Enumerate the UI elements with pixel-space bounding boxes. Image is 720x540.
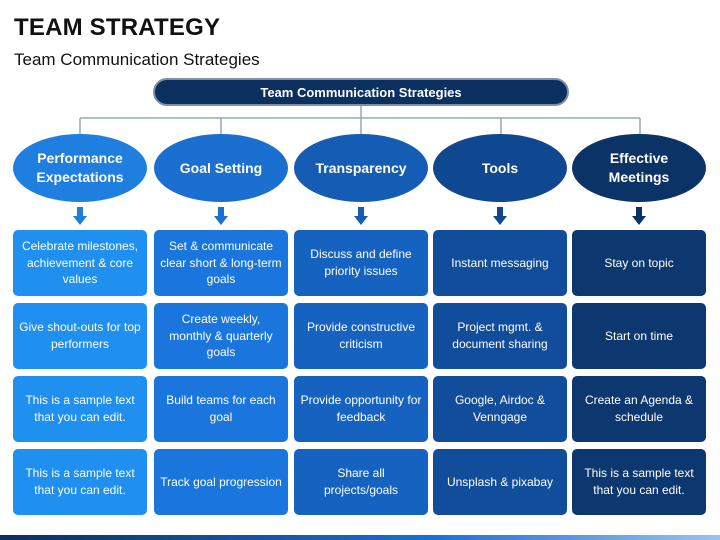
arrow-down-icon [73,207,87,225]
cell-transparency-3: Provide opportunity for feedback [294,376,428,442]
heading-performance-expectations: Performance Expectations [13,134,147,202]
arrow-down-icon [354,207,368,225]
cell-tools-1: Instant messaging [433,230,567,296]
cell-effective-meetings-1: Stay on topic [572,230,706,296]
root-node: Team Communication Strategies [153,78,569,106]
cell-goal-setting-4: Track goal progression [154,449,288,515]
cell-goal-setting-1: Set & communicate clear short & long-ter… [154,230,288,296]
cell-performance-expectations-1: Celebrate milestones, achievement & core… [13,230,147,296]
cell-performance-expectations-3: This is a sample text that you can edit. [13,376,147,442]
cell-effective-meetings-2: Start on time [572,303,706,369]
cell-transparency-1: Discuss and define priority issues [294,230,428,296]
cell-performance-expectations-2: Give shout-outs for top performers [13,303,147,369]
cell-tools-2: Project mgmt. & document sharing [433,303,567,369]
cell-performance-expectations-4: This is a sample text that you can edit. [13,449,147,515]
cell-transparency-2: Provide constructive criticism [294,303,428,369]
heading-goal-setting: Goal Setting [154,134,288,202]
cell-effective-meetings-3: Create an Agenda & schedule [572,376,706,442]
cell-goal-setting-3: Build teams for each goal [154,376,288,442]
cell-tools-4: Unsplash & pixabay [433,449,567,515]
arrow-down-icon [214,207,228,225]
arrow-down-icon [632,207,646,225]
heading-effective-meetings: Effective Meetings [572,134,706,202]
cell-effective-meetings-4: This is a sample text that you can edit. [572,449,706,515]
bottom-accent-bar [0,535,720,540]
cell-tools-3: Google, Airdoc & Venngage [433,376,567,442]
cell-goal-setting-2: Create weekly, monthly & quarterly goals [154,303,288,369]
page-subtitle: Team Communication Strategies [14,50,260,69]
arrow-down-icon [493,207,507,225]
cell-transparency-4: Share all projects/goals [294,449,428,515]
heading-tools: Tools [433,134,567,202]
connector-lines [79,106,641,134]
heading-transparency: Transparency [294,134,428,202]
page-title: TEAM STRATEGY [14,14,221,41]
